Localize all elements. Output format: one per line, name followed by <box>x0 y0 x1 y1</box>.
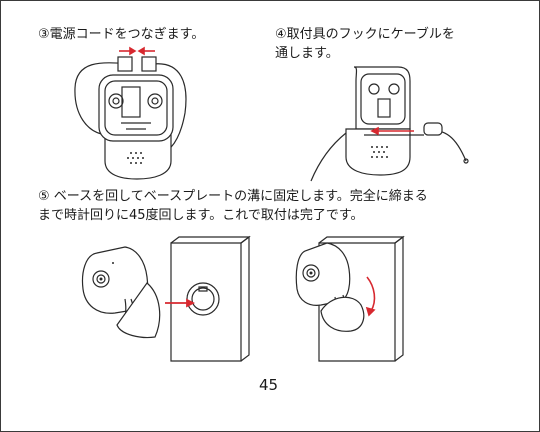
illustration-rotate-clockwise <box>291 233 411 363</box>
illustration-cable-hook <box>306 59 476 183</box>
step4-instruction-line1: ④取付具のフックにケーブルを <box>275 25 455 44</box>
illustration-connect-power <box>61 43 201 183</box>
step5-instruction-line1: ⑤ ベースを回してベースプレートの溝に固定します。完全に締まる <box>38 187 428 206</box>
step3-instruction: ③電源コードをつなぎます。 <box>38 25 204 44</box>
page-number: 45 <box>259 376 278 395</box>
illustration-attach-base <box>81 233 256 363</box>
step5-instruction-line2: まで時計回りに45度回します。これで取付は完了です。 <box>38 206 364 225</box>
